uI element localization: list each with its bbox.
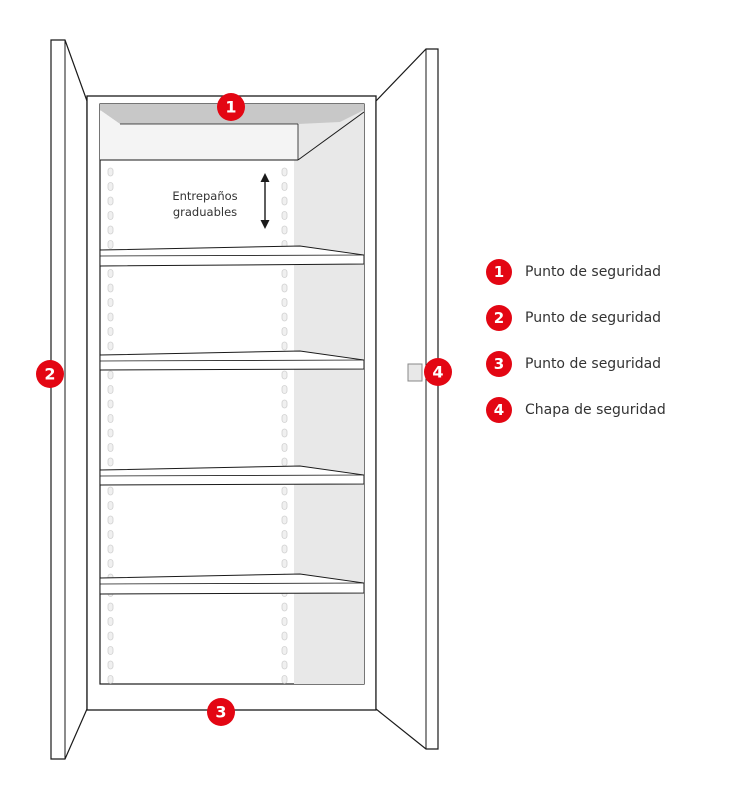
rail-slot [281, 312, 288, 322]
rail-slot [107, 631, 114, 641]
rail-slot [107, 298, 114, 307]
rail-slot [107, 225, 114, 235]
rail-slot [107, 602, 114, 612]
legend-badge: 4 [486, 397, 512, 423]
marker-1: 1 [217, 93, 245, 121]
rail-slot [107, 428, 114, 438]
svg-text:4: 4 [432, 363, 443, 382]
legend-label: Chapa de seguridad [525, 402, 666, 418]
shelf-annotation-line1: Entrepaños [172, 189, 237, 203]
rail-slot [107, 617, 114, 626]
rail-slot [107, 414, 114, 423]
rail-slot [107, 182, 114, 191]
rail-slot [281, 602, 288, 612]
rail-slot [281, 298, 288, 307]
rail-slot [107, 312, 114, 322]
rail-slot [281, 544, 288, 554]
rail-slot [107, 399, 114, 409]
svg-text:2: 2 [44, 365, 55, 384]
legend-item: 3 Punto de seguridad [486, 350, 666, 378]
svg-text:1: 1 [225, 98, 236, 117]
legend-label: Punto de seguridad [525, 310, 662, 326]
rail-slot [107, 240, 114, 249]
legend-label: Punto de seguridad [525, 264, 662, 280]
rail-slot [281, 675, 288, 684]
rail-slot [281, 414, 288, 423]
rail-slot [107, 385, 114, 394]
rail-slot [107, 646, 114, 655]
rail-slot [107, 196, 114, 206]
rail-slot [107, 341, 114, 351]
rail-slot [107, 530, 114, 539]
rail-slot [281, 530, 288, 539]
rail-slot [107, 486, 114, 496]
shelf-2 [99, 350, 365, 371]
rail-slot [281, 501, 288, 510]
rail-slot [281, 660, 288, 670]
left-door [50, 39, 88, 760]
rail-slot [281, 617, 288, 626]
rail-slot [107, 327, 114, 336]
rail-slot [107, 675, 114, 684]
shelf-3 [99, 465, 365, 486]
legend-badge: 1 [486, 259, 512, 285]
rail-slot [107, 660, 114, 670]
rail-slot [107, 443, 114, 452]
rail-slot [107, 370, 114, 380]
legend-badge: 2 [486, 305, 512, 331]
marker-2: 2 [36, 360, 64, 388]
rail-slot [281, 457, 288, 467]
rail-slot [107, 501, 114, 510]
legend-item: 1 Punto de seguridad [486, 258, 666, 286]
rail-slot [107, 559, 114, 568]
rail-slot [107, 515, 114, 525]
rail-slot [281, 283, 288, 293]
legend-badge: 3 [486, 351, 512, 377]
shelf-1 [99, 245, 365, 267]
rail-slot [107, 283, 114, 293]
rail-slot [281, 646, 288, 655]
rail-slot [281, 428, 288, 438]
rail-slot [281, 486, 288, 496]
legend: 1 Punto de seguridad 2 Punto de segurida… [486, 258, 666, 442]
rail-slot [281, 443, 288, 452]
legend-item: 4 Chapa de seguridad [486, 396, 666, 424]
legend-label: Punto de seguridad [525, 356, 662, 372]
rail-slot [281, 211, 288, 220]
legend-item: 2 Punto de seguridad [486, 304, 666, 332]
rail-slot [281, 515, 288, 525]
rail-slot [281, 631, 288, 641]
rail-slot [281, 225, 288, 235]
double-arrow-icon [260, 173, 270, 229]
rail-slot [281, 182, 288, 191]
rail-slot [281, 385, 288, 394]
rail-slot [107, 544, 114, 554]
svg-text:3: 3 [215, 703, 226, 722]
shelf-4 [99, 573, 365, 595]
rail-slot [281, 341, 288, 351]
shelf-annotation: Entrepaños graduables [172, 173, 270, 229]
marker-4: 4 [424, 358, 452, 386]
rail-slot [281, 399, 288, 409]
marker-3: 3 [207, 698, 235, 726]
right-door [375, 48, 439, 750]
lock-plate [407, 363, 423, 382]
rail-slot [281, 559, 288, 568]
rail-slot [281, 327, 288, 336]
rail-slot [107, 167, 114, 177]
rail-slot [107, 457, 114, 467]
rail-slot [281, 167, 288, 177]
shelf-annotation-line2: graduables [173, 205, 237, 219]
rail-slot [281, 269, 288, 278]
rail-slot [107, 269, 114, 278]
rail-slot [107, 211, 114, 220]
rail-slot [281, 370, 288, 380]
rail-slot [281, 196, 288, 206]
